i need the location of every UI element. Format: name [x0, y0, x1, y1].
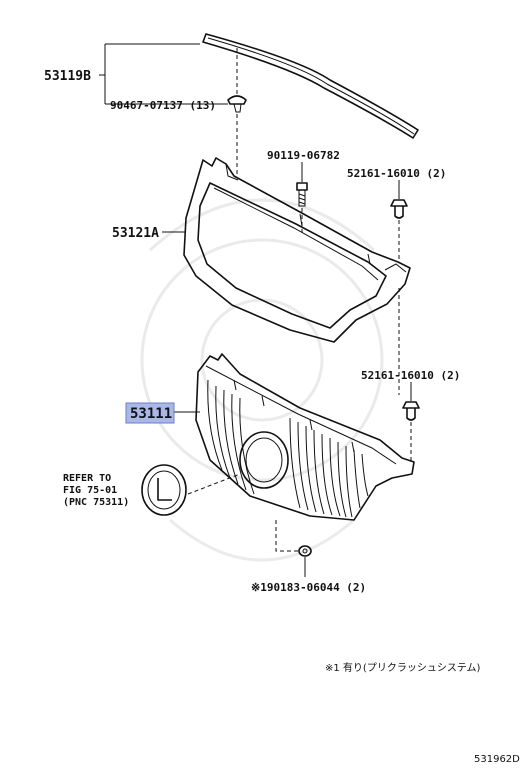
label-grommet-upper: 52161-16010 (2) — [347, 167, 446, 180]
label-bolt: 90119-06782 — [267, 149, 340, 162]
watermark — [140, 198, 384, 562]
diagram-code: 531962D — [474, 754, 520, 765]
grille-label-highlight — [125, 402, 175, 424]
label-grille-frame: 53121A — [112, 226, 159, 241]
grommet-upper-part — [390, 199, 408, 219]
label-nut: ※190183-06044 (2) — [251, 581, 366, 594]
grille-part — [195, 353, 415, 521]
footnote: ※1 有り(プリクラッシュシステム) — [325, 661, 481, 674]
refer-line-2: FIG 75-01 — [63, 485, 117, 496]
label-clip: 90467-07137 (13) — [110, 99, 216, 112]
refer-line-1: REFER TO — [63, 473, 111, 484]
upper-molding-part — [202, 33, 419, 139]
label-upper-molding: 53119B — [44, 69, 91, 84]
refer-line-3: (PNC 75311) — [63, 497, 129, 508]
emblem-part — [141, 464, 187, 516]
bolt-part — [296, 182, 308, 207]
label-grommet-lower: 52161-16010 (2) — [361, 369, 460, 382]
nut-part — [298, 545, 312, 557]
grommet-lower-part — [402, 401, 420, 421]
clip-part — [227, 95, 247, 113]
label-grille[interactable]: 53111 — [130, 406, 172, 422]
grille-slats — [207, 379, 369, 518]
grille-frame-part — [183, 157, 411, 343]
